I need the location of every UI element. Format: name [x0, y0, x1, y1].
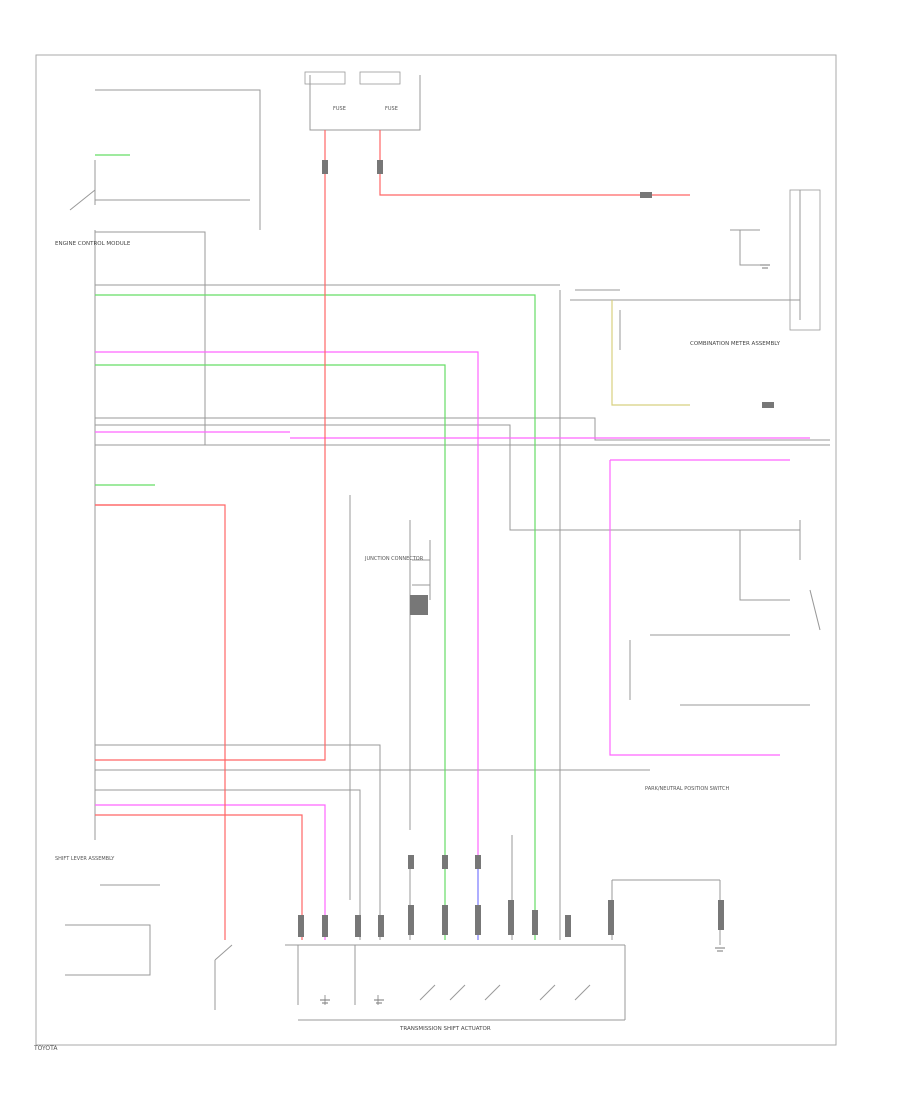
gray-wires: [65, 75, 830, 1021]
fuse-2-label: FUSE: [385, 106, 398, 112]
connector-pins: [298, 160, 774, 937]
junction-connector-label: JUNCTION CONNECTOR: [364, 556, 424, 562]
transmission-shift-actuator-label: TRANSMISSION SHIFT ACTUATOR: [399, 1026, 491, 1032]
meter-connector: COMBINATION METER ASSEMBLY: [690, 189, 821, 347]
footer-label: TOYOTA: [34, 1045, 58, 1052]
engine-ecm-label: ENGINE CONTROL MODULE: [55, 241, 131, 247]
top-fuse-block: FUSE FUSE: [304, 71, 401, 112]
ground-icon: [320, 264, 770, 1004]
diagram-frame: [35, 54, 837, 1046]
shift-lever-assembly-label: SHIFT LEVER ASSEMBLY: [55, 856, 115, 862]
combination-meter-label: COMBINATION METER ASSEMBLY: [690, 341, 781, 347]
fuse-1-label: FUSE: [333, 106, 346, 112]
yellow-wires: [611, 300, 690, 406]
park-position-switch-label: PARK/NEUTRAL POSITION SWITCH: [645, 786, 729, 792]
red-wires: [95, 130, 690, 940]
green-wires: [95, 154, 536, 940]
magenta-wires: [95, 351, 810, 940]
